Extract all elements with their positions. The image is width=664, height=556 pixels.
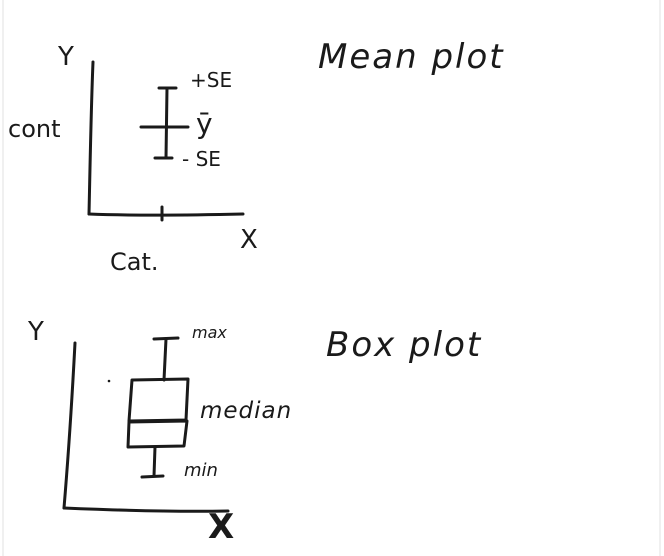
box-plot-title: Box plot — [326, 325, 482, 365]
lower-se-label: - SE — [182, 147, 221, 171]
max-label: max — [192, 323, 227, 342]
stray-dot — [107, 379, 111, 383]
box-plot-y-axis — [62, 341, 77, 510]
mean-plot-x-variable: Cat. — [110, 248, 159, 276]
lower-whisker — [152, 445, 157, 478]
mean-plot-x-axis-label: X — [240, 225, 258, 255]
box-plot-x-axis — [62, 506, 230, 513]
mean-plot-y-axis — [87, 60, 95, 216]
upper-whisker — [162, 337, 168, 382]
mean-plot-y-axis-label: Y — [57, 42, 74, 72]
box-plot-y-axis-label: Y — [27, 317, 44, 347]
error-bar-stem — [164, 86, 169, 160]
box-plot: Box plot Y X max median min — [27, 317, 482, 547]
mean-plot: Mean plot Y cont X Cat. +SE ȳ - SE — [8, 37, 505, 276]
box-plot-x-axis-label: X — [208, 507, 234, 547]
box-lower — [126, 419, 189, 449]
min-whisker-cap — [140, 474, 165, 479]
mean-plot-title: Mean plot — [318, 37, 505, 77]
mean-plot-error-bar — [139, 86, 190, 160]
upper-se-label: +SE — [190, 68, 232, 92]
mean-plot-y-variable: cont — [8, 115, 61, 143]
box-upper — [127, 377, 190, 423]
box-plot-glyph — [126, 336, 190, 479]
median-label: median — [200, 398, 292, 424]
min-label: min — [184, 460, 218, 481]
mean-plot-x-axis — [87, 212, 245, 217]
mean-label: ȳ — [196, 107, 213, 140]
